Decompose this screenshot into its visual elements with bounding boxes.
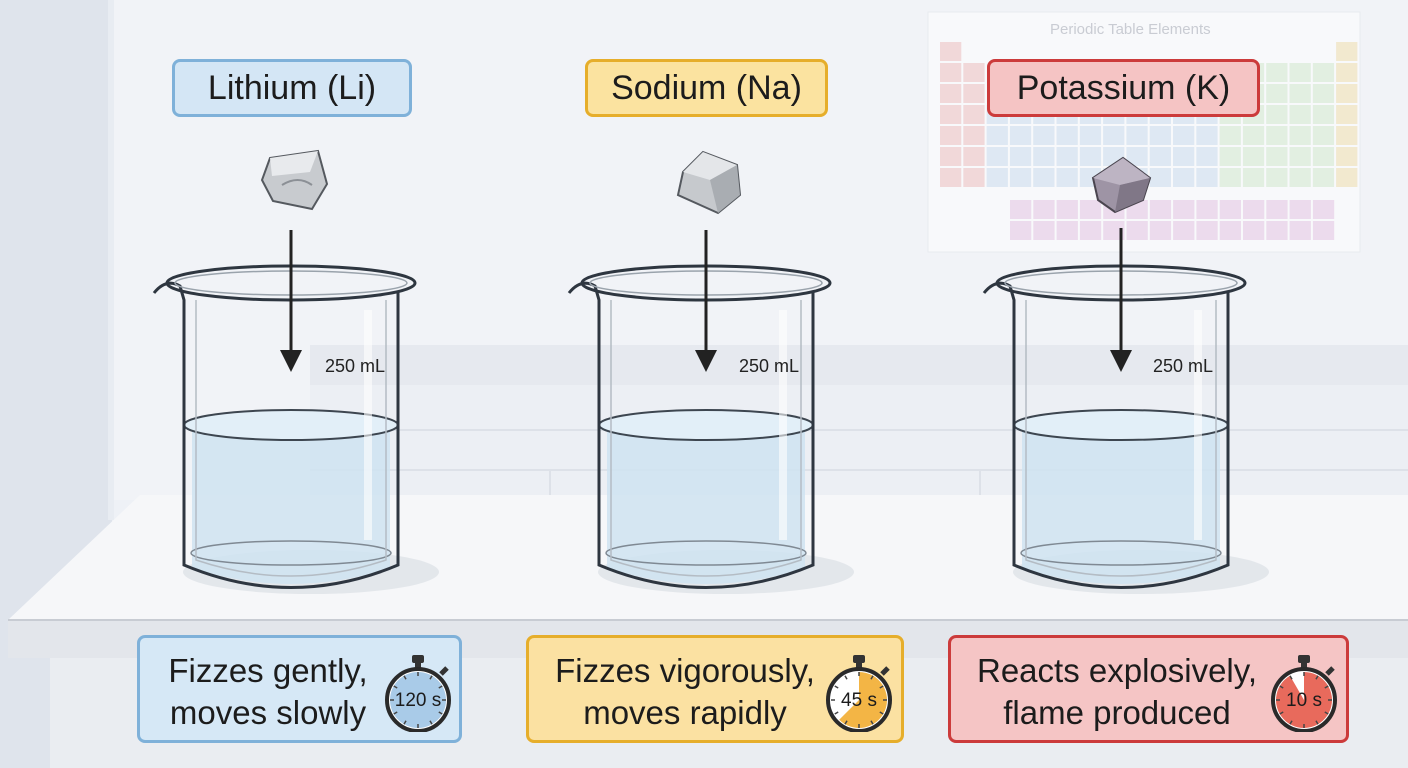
reaction-time: 45 s — [841, 690, 877, 711]
stopwatch-icon: 45 s — [824, 652, 894, 732]
metal-chunk-icon — [676, 150, 742, 215]
beaker-icon — [567, 264, 854, 594]
sodium-observation: Fizzes vigorously, moves rapidly 45 s — [526, 635, 904, 743]
observation-line: Fizzes vigorously, — [555, 652, 815, 689]
sodium-beaker-volume: 250 mL — [739, 356, 800, 376]
down-arrow-icon — [1110, 228, 1132, 372]
observation-line: Fizzes gently, — [168, 652, 368, 689]
metal-chunk-icon — [260, 149, 329, 211]
observation-line: Reacts explosively, — [976, 652, 1257, 689]
beaker-icon — [152, 264, 439, 594]
lithium-beaker-volume: 250 mL — [325, 356, 386, 376]
metal-chunk-icon — [1091, 156, 1152, 214]
lithium-label: Lithium (Li) — [172, 59, 412, 117]
lithium-observation: Fizzes gently, moves slowly 120 s — [137, 635, 462, 743]
observation-line: moves rapidly — [583, 694, 787, 731]
potassium-beaker-volume: 250 mL — [1153, 356, 1214, 376]
down-arrow-icon — [280, 230, 302, 372]
observation-line: moves slowly — [169, 694, 367, 731]
poster-title: Periodic Table Elements — [1050, 21, 1211, 38]
down-arrow-icon — [695, 230, 717, 372]
potassium-observation: Reacts explosively, flame produced 10 s — [948, 635, 1349, 743]
observation-line: flame produced — [1003, 694, 1231, 731]
reaction-time: 10 s — [1286, 690, 1322, 711]
stopwatch-icon: 120 s — [383, 652, 453, 732]
stopwatch-icon: 10 s — [1269, 652, 1339, 732]
sodium-label: Sodium (Na) — [585, 59, 828, 117]
beaker-icon — [982, 264, 1269, 594]
reaction-time: 120 s — [394, 690, 442, 711]
potassium-label: Potassium (K) — [987, 59, 1260, 117]
periodic-table-poster — [927, 11, 1361, 253]
